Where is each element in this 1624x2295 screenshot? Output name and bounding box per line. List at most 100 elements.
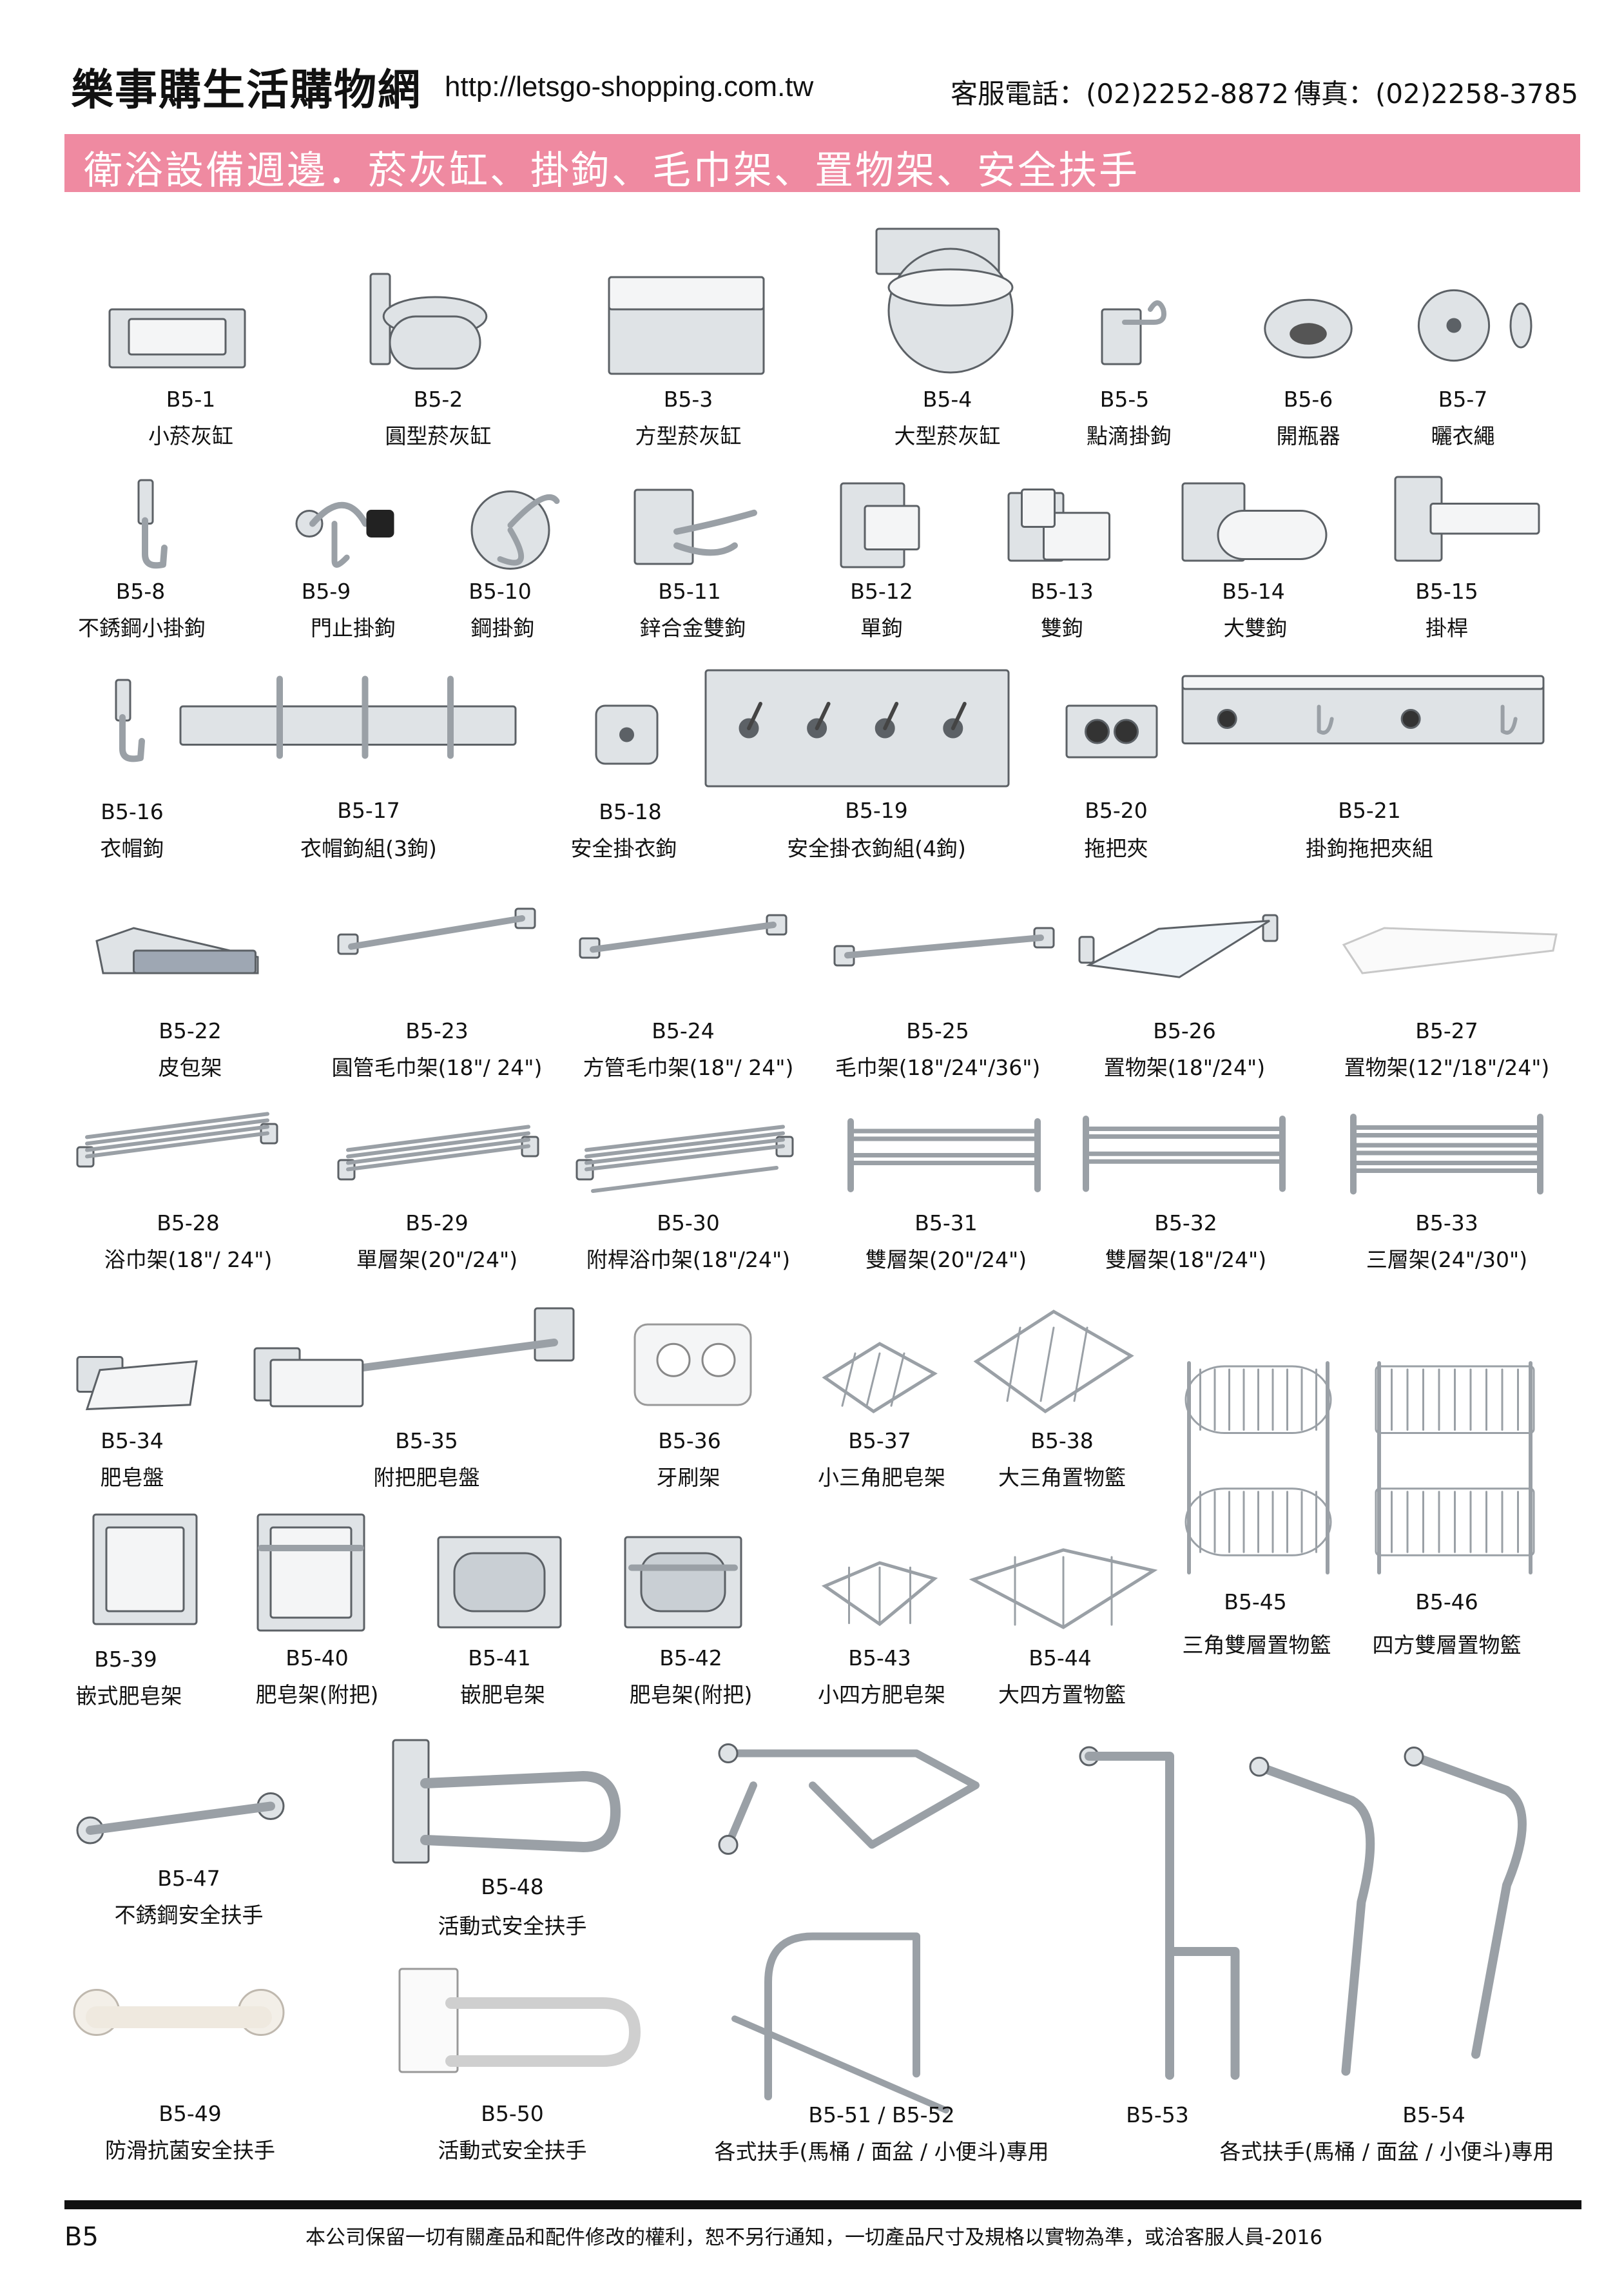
bag-shelf-icon (90, 922, 264, 986)
product-code: B5-1 (166, 387, 216, 412)
product-code: B5-34 (101, 1428, 164, 1453)
small-hook-icon (110, 477, 180, 574)
product-code: B5-22 (159, 1018, 222, 1043)
product-code: B5-24 (652, 1018, 715, 1043)
product-code: B5-35 (395, 1428, 458, 1453)
foldable-grab-bar-white-icon (393, 1962, 641, 2078)
product-code: B5-10 (469, 579, 532, 604)
category-banner: 衛浴設備週邊．菸灰缸、掛鉤、毛巾架、置物架、安全扶手 (64, 134, 1580, 193)
square-double-basket-icon (1369, 1357, 1540, 1579)
product-code: B5-12 (850, 579, 913, 604)
product-name: 毛巾架(18"/24"/36") (835, 1055, 1041, 1080)
recessed-soap-dish-bar-icon (622, 1534, 744, 1631)
door-stop-hook-icon (293, 474, 396, 574)
footer-rule (64, 2200, 1581, 2209)
product-code: B5-23 (405, 1018, 469, 1043)
product-name: 圓型菸灰缸 (385, 423, 492, 449)
product-name: 大四方置物籃 (998, 1682, 1126, 1707)
product-code: B5-46 (1415, 1589, 1478, 1614)
product-code: B5-44 (1029, 1645, 1092, 1670)
product-code: B5-2 (413, 387, 463, 412)
clothesline-icon (1411, 284, 1540, 367)
small-ashtray-icon (103, 284, 251, 374)
large-ashtray-icon (864, 226, 1025, 380)
product-name: 嵌肥皂架 (460, 1682, 545, 1707)
product-name: 不銹鋼小掛鉤 (78, 615, 206, 641)
product-name: 附把肥皂盤 (373, 1465, 480, 1490)
product-name: 拖把夾 (1084, 836, 1148, 861)
product-code: B5-4 (922, 387, 972, 412)
product-name: 圓管毛巾架(18"/ 24") (331, 1055, 543, 1080)
banner-title: 衛浴設備週邊．菸灰缸、掛鉤、毛巾架、置物架、安全扶手 (84, 148, 1139, 193)
product-code: B5-54 (1402, 2102, 1465, 2127)
rack-with-bar-icon (574, 1121, 796, 1199)
single-hook-icon (838, 477, 928, 574)
product-name: 各式扶手(馬桶 / 面盆 / 小便斗)專用 (714, 2139, 1049, 2164)
bottle-opener-icon (1257, 284, 1360, 374)
product-code: B5-38 (1030, 1428, 1094, 1453)
product-code: B5-51 / B5-52 (808, 2102, 955, 2127)
product-code: B5-50 (481, 2101, 544, 2126)
product-code: B5-6 (1283, 387, 1333, 412)
fax-number: 傳真：(02)2258-3785 (1294, 78, 1579, 110)
steel-hook-icon (464, 477, 567, 574)
product-name: 雙層架(20"/24") (865, 1247, 1027, 1272)
round-towel-bar-icon (335, 902, 538, 983)
product-code: B5-49 (159, 2101, 222, 2126)
round-ashtray-icon (367, 264, 490, 380)
product-name: 附桿浴巾架(18"/24") (586, 1247, 791, 1272)
website-url[interactable]: http://letsgo-shopping.com.tw (445, 71, 814, 102)
product-name: 掛桿 (1426, 615, 1468, 641)
product-code: B5-39 (94, 1647, 157, 1672)
soap-dish-bar-icon (251, 1302, 580, 1418)
product-code: B5-20 (1085, 798, 1148, 823)
product-code: B5-40 (285, 1645, 349, 1670)
product-name: 鋅合金雙鉤 (639, 615, 746, 641)
towel-bar-icon (831, 922, 1057, 983)
footer-note: 本公司保留一切有關產品和配件修改的權利，恕不另行通知，一切產品尺寸及規格以實物為… (305, 2226, 1323, 2249)
product-name: 置物架(18"/24") (1103, 1055, 1266, 1080)
product-name: 大三角置物籃 (998, 1465, 1126, 1490)
product-code: B5-16 (101, 799, 164, 824)
square-ashtray-icon (603, 258, 770, 380)
product-name: 衣帽鉤 (100, 836, 164, 861)
product-name: 活動式安全扶手 (438, 1913, 587, 1939)
double-tier-rack-icon (838, 1102, 1050, 1199)
product-code: B5-31 (914, 1210, 978, 1235)
product-code: B5-11 (658, 579, 721, 604)
white-shelf-icon (1340, 922, 1560, 980)
recessed-soap-bar-icon (255, 1511, 367, 1634)
product-code: B5-18 (599, 799, 662, 824)
product-name: 防滑抗菌安全扶手 (105, 2138, 275, 2163)
product-code: B5-36 (658, 1428, 721, 1453)
antislip-grab-bar-icon (71, 1969, 287, 2066)
product-name: 小四方肥皂架 (818, 1682, 945, 1707)
product-name: 方管毛巾架(18"/ 24") (583, 1055, 794, 1080)
product-name: 牙刷架 (656, 1465, 720, 1490)
mop-rack-icon (1179, 664, 1547, 786)
product-name: 浴巾架(18"/ 24") (104, 1247, 273, 1272)
product-name: 大雙鉤 (1223, 615, 1288, 641)
product-name: 小三角肥皂架 (818, 1465, 945, 1490)
product-code: B5-48 (481, 1874, 544, 1899)
square-towel-bar-icon (577, 909, 789, 983)
coat-hook-icon (100, 677, 145, 767)
product-name: 小菸灰缸 (148, 423, 233, 449)
product-name: 三層架(24"/30") (1366, 1247, 1528, 1272)
product-code: B5-7 (1438, 387, 1488, 412)
triple-tier-rack-icon (1340, 1096, 1553, 1202)
small-corner-basket-icon (818, 1337, 941, 1418)
iv-hook-icon (1099, 290, 1170, 371)
recessed-soap-icon (90, 1511, 200, 1627)
product-name: 活動式安全扶手 (438, 2138, 587, 2163)
toothbrush-holder-icon (628, 1318, 757, 1411)
product-code: B5-42 (659, 1645, 722, 1670)
product-code: B5-21 (1338, 798, 1401, 823)
product-code: B5-17 (337, 798, 400, 823)
large-corner-basket-icon (970, 1305, 1137, 1418)
product-name: 掛鉤拖把夾組 (1306, 836, 1433, 861)
product-code: B5-8 (115, 579, 166, 604)
brand-title: 樂事購生活購物網 (71, 65, 421, 115)
product-code: B5-9 (301, 579, 351, 604)
large-double-hook-icon (1179, 477, 1334, 574)
